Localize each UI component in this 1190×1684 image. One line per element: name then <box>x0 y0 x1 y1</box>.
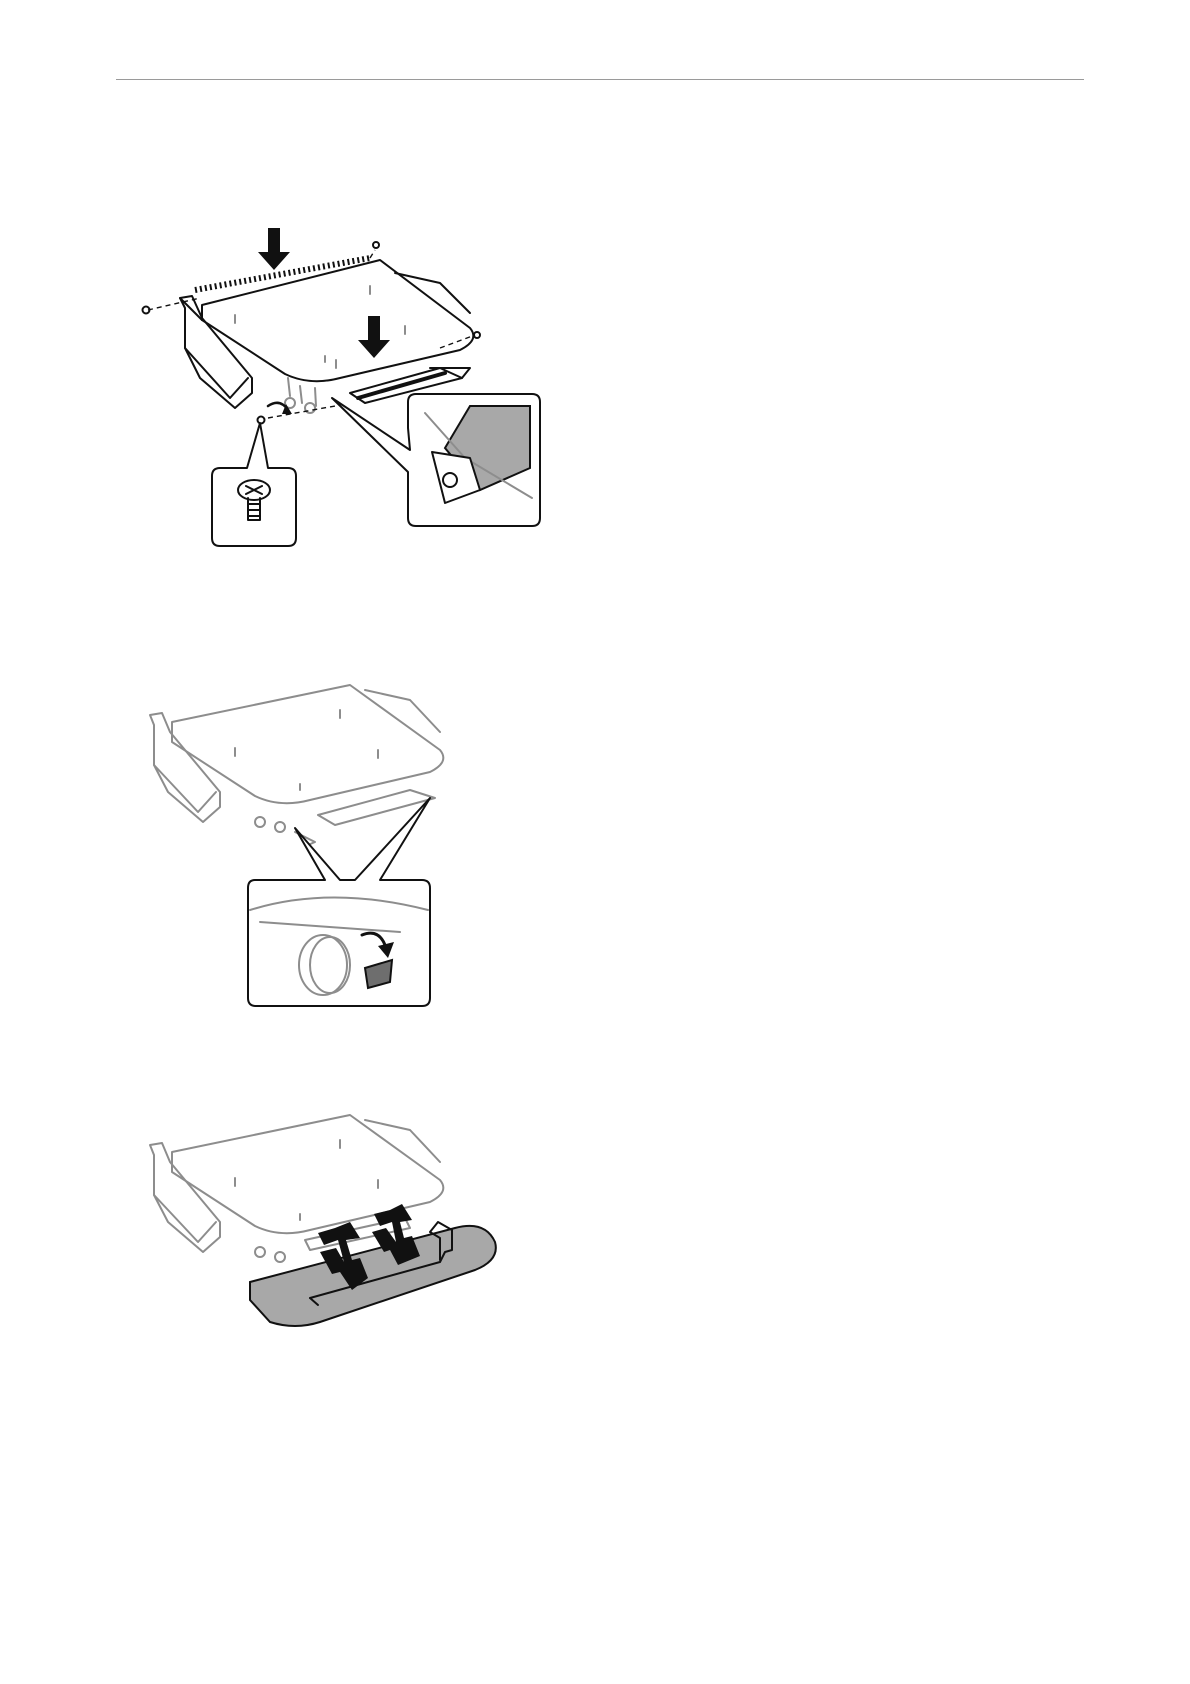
front-cover-icon <box>250 1226 496 1326</box>
down-arrow-icon <box>258 228 290 270</box>
caster-lock-illustration <box>140 670 470 1010</box>
screw-callout <box>212 423 296 546</box>
header-rule <box>116 79 1084 80</box>
stand-assembly-illustration <box>140 228 610 598</box>
figure-step-1 <box>140 228 610 598</box>
down-arrow-icon <box>358 316 390 358</box>
front-cover-illustration <box>140 1100 540 1370</box>
figure-step-2 <box>140 670 470 1010</box>
figure-step-3 <box>140 1100 540 1370</box>
bracket-detail-callout <box>332 394 540 526</box>
